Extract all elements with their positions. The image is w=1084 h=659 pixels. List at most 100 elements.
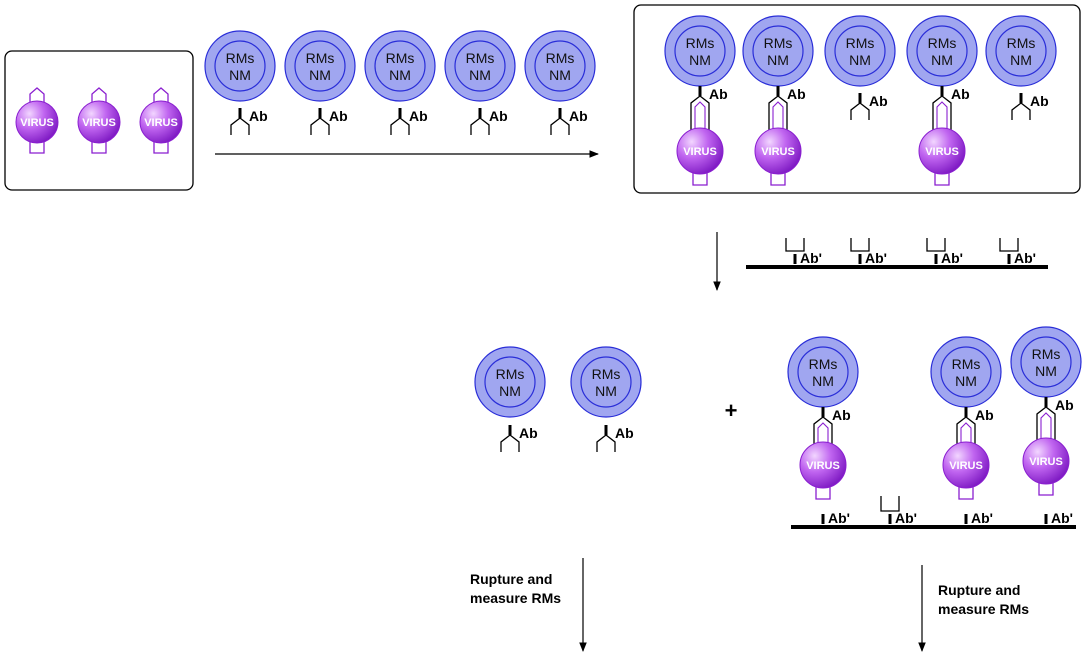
capture-antibody-cup xyxy=(785,238,805,252)
rms-label: RMs xyxy=(466,50,495,66)
antibody-virus-complex: Ab xyxy=(813,407,851,500)
nanomaterial-core xyxy=(916,25,968,77)
antibody-label: Ab xyxy=(869,93,888,109)
free-virus xyxy=(153,87,169,154)
nanomaterial-core xyxy=(454,40,506,92)
nm-label: NM xyxy=(849,52,871,68)
virus-particle xyxy=(942,441,990,489)
nm-label: NM xyxy=(389,67,411,83)
rms-label: RMs xyxy=(306,50,335,66)
capture-antibody-label: Ab' xyxy=(1014,250,1036,266)
antibody-right-arm xyxy=(479,117,490,135)
virus-particle xyxy=(676,127,724,175)
capture-antibody-label: Ab' xyxy=(941,250,963,266)
capture-antibody-label: Ab' xyxy=(971,510,993,526)
virus-top-antigen xyxy=(694,101,706,131)
antibody-right-arm xyxy=(1045,406,1056,441)
virus-particle xyxy=(15,100,59,144)
antibody-label: Ab xyxy=(409,108,428,124)
virus-bottom-antigen xyxy=(770,172,786,186)
nm-label: NM xyxy=(595,383,617,399)
nanomaterial-core xyxy=(294,40,346,92)
antibody-right-arm xyxy=(822,416,833,445)
antibody-left-arm xyxy=(1036,406,1047,441)
virus-particle xyxy=(1022,437,1070,485)
rupture-caption-right-line2: measure RMs xyxy=(938,601,1029,617)
antibody-right-arm xyxy=(509,434,520,452)
antibody-right-arm xyxy=(941,95,952,131)
nanomaterial-core xyxy=(995,25,1047,77)
antibody-left-arm xyxy=(550,117,561,135)
capture-antibody-cup xyxy=(850,238,870,252)
antibody-y-shape: Ab xyxy=(500,425,538,452)
rms-label: RMs xyxy=(764,35,793,51)
antibody-y-shape: Ab xyxy=(230,108,268,135)
antibody-label: Ab xyxy=(569,108,588,124)
capture-antibody-label: Ab' xyxy=(865,250,887,266)
rms-label: RMs xyxy=(846,35,875,51)
rms-label: RMs xyxy=(386,50,415,66)
capture-antibody-label: Ab' xyxy=(828,510,850,526)
plus-sign: + xyxy=(725,398,738,423)
antibody-right-arm xyxy=(605,434,616,452)
antibody-virus-complex: Ab xyxy=(768,86,806,186)
virus-particle xyxy=(918,127,966,175)
capture-antibody: Ab' xyxy=(1044,510,1073,526)
antibody-virus-complex: Ab xyxy=(932,86,970,186)
antibody-left-arm xyxy=(500,434,511,452)
nanomaterial-core xyxy=(534,40,586,92)
nanomaterial-core xyxy=(374,40,426,92)
antibody-label: Ab xyxy=(615,425,634,441)
virus: VIRUS xyxy=(676,127,724,175)
antibody-left-arm xyxy=(768,95,779,131)
rms-label: RMs xyxy=(952,356,981,372)
antibody-label: Ab xyxy=(832,407,851,423)
antibody-label: Ab xyxy=(709,86,728,102)
virus-top-antigen xyxy=(29,87,45,103)
nm-label: NM xyxy=(689,52,711,68)
antibody-right-arm xyxy=(1020,102,1031,120)
nm-label: NM xyxy=(309,67,331,83)
free-virus xyxy=(29,87,45,154)
virus: VIRUS xyxy=(754,127,802,175)
capture-antibody: Ab' xyxy=(926,238,963,266)
virus-label: VIRUS xyxy=(806,460,840,472)
virus-label: VIRUS xyxy=(925,146,959,158)
nanomaterial-core xyxy=(214,40,266,92)
virus-bottom-antigen xyxy=(153,141,169,154)
capture-antibody: Ab' xyxy=(785,238,822,266)
virus-bottom-antigen xyxy=(91,141,107,154)
rms-label: RMs xyxy=(1032,346,1061,362)
antibody-right-arm xyxy=(559,117,570,135)
antibody-label: Ab xyxy=(1055,397,1074,413)
virus-particle xyxy=(754,127,802,175)
virus-top-antigen xyxy=(960,422,972,445)
virus-label: VIRUS xyxy=(761,146,795,158)
virus-label: VIRUS xyxy=(20,117,54,129)
antibody-virus-complex: Ab xyxy=(1036,397,1074,496)
capture-antibody: Ab' xyxy=(964,510,993,526)
nm-label: NM xyxy=(812,373,834,389)
antibody-label: Ab xyxy=(329,108,348,124)
rupture-caption-left-line2: measure RMs xyxy=(470,590,561,606)
capture-antibody: Ab' xyxy=(999,238,1036,266)
rms-label: RMs xyxy=(1007,35,1036,51)
virus-label: VIRUS xyxy=(1029,456,1063,468)
virus-label: VIRUS xyxy=(683,146,717,158)
rms-label: RMs xyxy=(496,366,525,382)
free-virus-box xyxy=(4,50,194,191)
nanomaterial-core xyxy=(797,346,849,398)
virus-top-antigen xyxy=(936,101,948,131)
nm-label: NM xyxy=(549,67,571,83)
antibody-left-arm xyxy=(956,416,967,445)
antibody-y-shape: Ab xyxy=(470,108,508,135)
antibody-left-arm xyxy=(690,95,701,131)
